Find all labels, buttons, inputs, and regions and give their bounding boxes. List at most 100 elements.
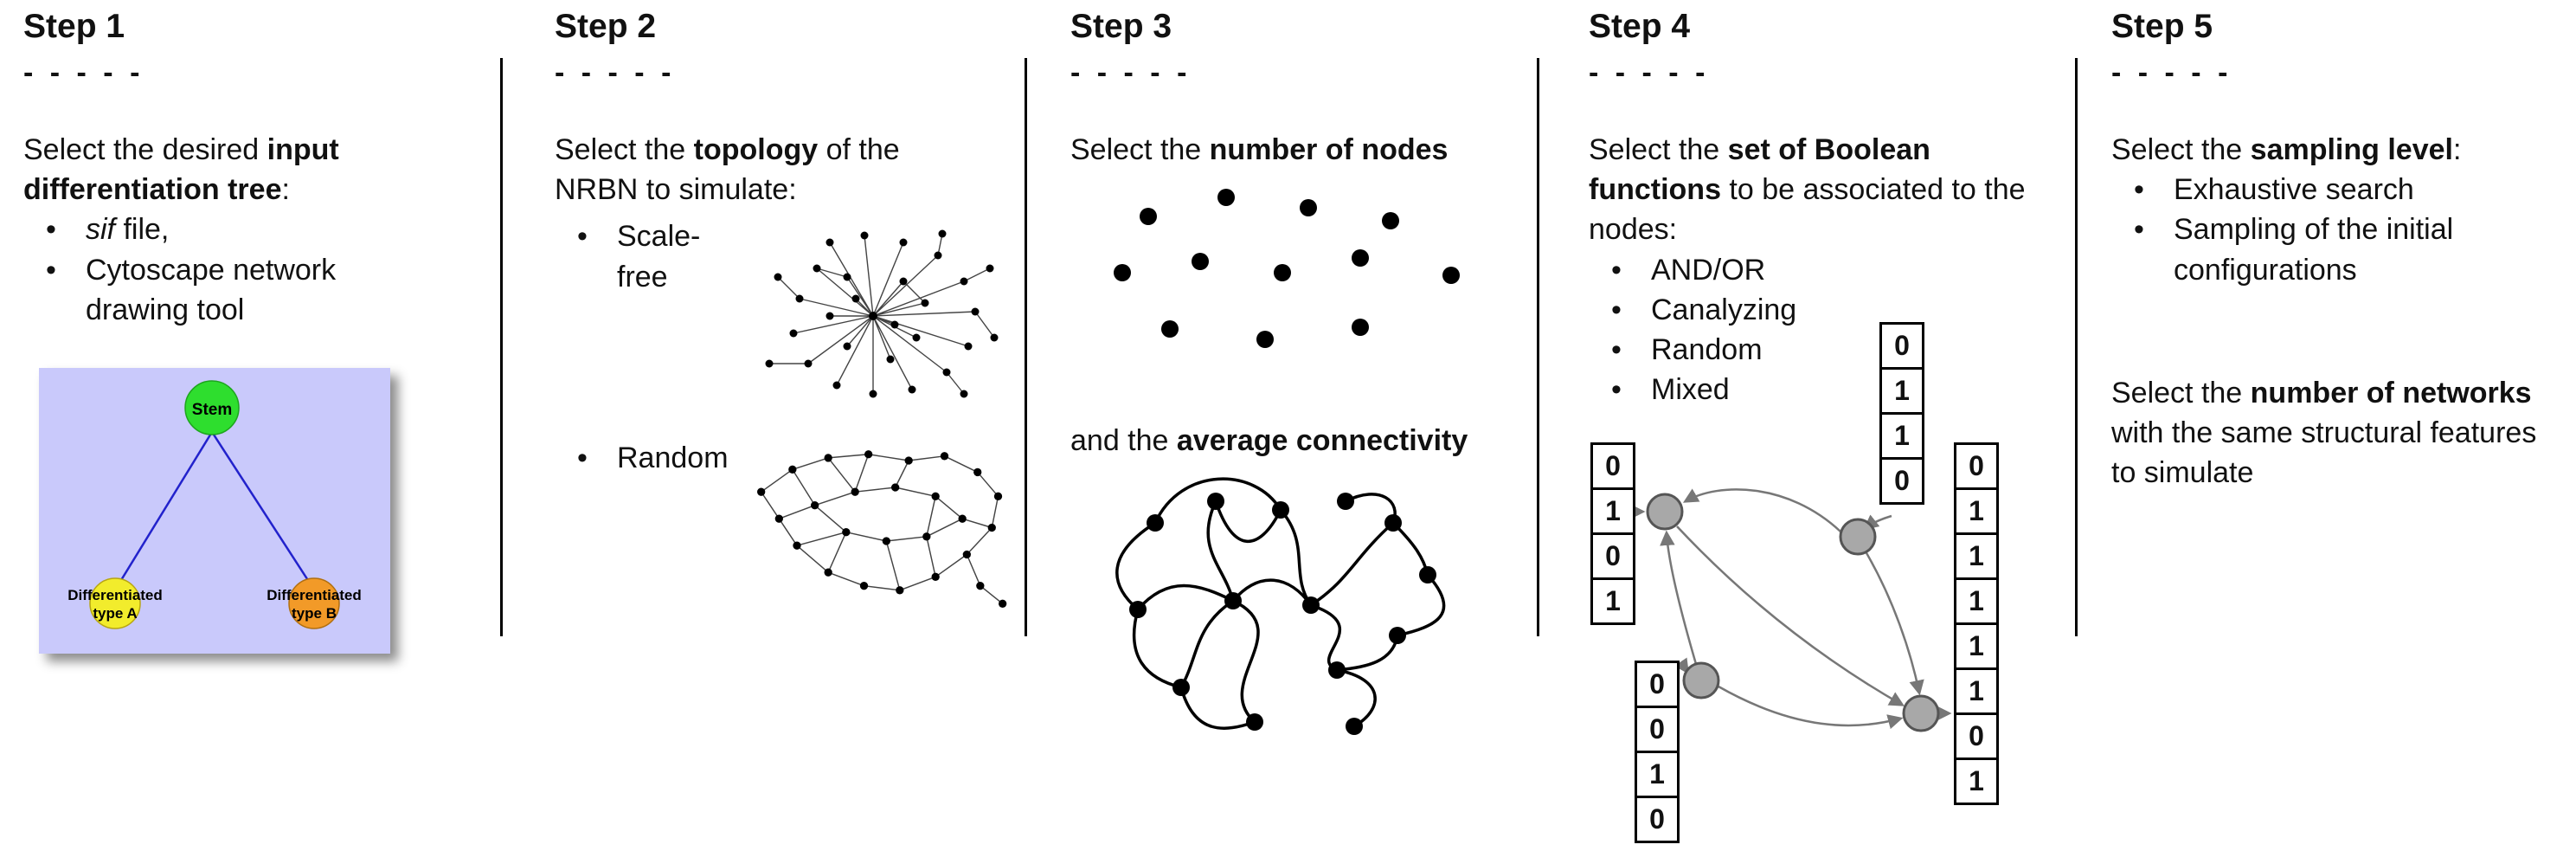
differentiation-tree-figure: Stem Differentiated type A Differentiate…: [39, 368, 390, 654]
truth-table-cell: 0: [1635, 661, 1680, 708]
sampling-options-list: Exhaustive searchSampling of the initial…: [2111, 170, 2570, 290]
step-3-column: Step 3 - - - - - Select the number of no…: [1070, 8, 1555, 757]
step-2-title: Step 2: [555, 8, 657, 45]
boolean-node-c: [1682, 661, 1720, 699]
text-segment: to be associated to the nodes:: [1589, 173, 2026, 247]
text-segment-bold: number of nodes: [1209, 132, 1449, 166]
boolean-node-b: [1839, 518, 1877, 556]
text-segment: Select the desired: [23, 132, 267, 166]
text-segment-bold: input differentiation tree: [23, 132, 339, 207]
dots: [1114, 189, 1460, 349]
text-segment-bold: average connectivity: [1176, 424, 1468, 458]
truth-table-cell: 1: [1879, 367, 1924, 415]
scale-free-edges: [769, 234, 995, 395]
text-segment-bold: topology: [693, 132, 819, 166]
scale-free-network-figure: [765, 229, 999, 398]
list-item-sif-file: sif file,: [23, 210, 430, 249]
truth-table-cell: 1: [1954, 758, 1999, 805]
text-segment: of the NRBN to simulate:: [555, 132, 900, 207]
tangle-nodes: [1129, 493, 1436, 736]
truth-table-cell: 0: [1954, 712, 1999, 760]
text-segment: with the same structural features to sim…: [2111, 416, 2537, 490]
boolean-node-d: [1902, 694, 1940, 732]
list-item: AND/OR: [1589, 250, 2063, 290]
truth-table-cell: 1: [1635, 751, 1680, 798]
truth-table-cell: 0: [1590, 442, 1635, 490]
stem-node-label: Stem: [192, 401, 232, 419]
type-b-label-line1: Differentiated: [267, 587, 362, 603]
text-segment: :: [281, 173, 290, 207]
text-segment: :: [2452, 132, 2462, 166]
truth-table-cell: 1: [1954, 532, 1999, 580]
step-1-column: Step 1 - - - - - Select the desired inpu…: [23, 8, 430, 654]
tangle-edges: [1115, 477, 1446, 731]
text-segment-italic: sif: [86, 213, 115, 247]
truth-table-cell: 0: [1635, 706, 1680, 753]
truth-table-cell: 0: [1590, 532, 1635, 580]
step-5-second: Select the number of networks with the s…: [2111, 373, 2544, 493]
type-a-label-line2: type A: [93, 605, 137, 622]
list-item: Mixed: [1589, 370, 2063, 409]
column-divider: [1537, 58, 1539, 636]
list-item: Canalyzing: [1589, 290, 2063, 330]
text-segment: Select the: [2111, 376, 2251, 409]
text-segment-bold: number of networks: [2250, 376, 2532, 409]
column-divider: [1025, 58, 1027, 636]
tree-edges: [117, 431, 312, 585]
list-item: Random: [1589, 330, 2063, 370]
random-nodes: [757, 450, 1007, 609]
column-divider: [2075, 58, 2078, 636]
step-3-dashes: - - - - -: [1070, 55, 1192, 89]
text-segment: Select the: [1070, 132, 1210, 166]
random-row: Random: [555, 438, 1013, 617]
boolean-function-list: AND/ORCanalyzingRandomMixed: [1589, 250, 2063, 410]
list-item: Exhaustive search: [2111, 170, 2570, 210]
list-item-random: Random: [555, 438, 743, 478]
type-b-node: [288, 577, 340, 629]
nodes-dots-figure: [1114, 189, 1460, 349]
stem-node: [184, 380, 240, 435]
text-segment-bold: sampling level: [2250, 132, 2453, 166]
list-item: Sampling of the initial configurations: [2111, 210, 2570, 289]
step-1-title: Step 1: [23, 8, 125, 45]
step-3-line2: and the average connectivity: [1070, 421, 1555, 461]
truth-table-cell: 0: [1879, 457, 1924, 505]
truth-table-cell: 1: [1954, 487, 1999, 535]
truth-table-cell: 1: [1590, 487, 1635, 535]
truth-table-cell: 1: [1954, 667, 1999, 715]
text-segment: file,: [115, 213, 170, 247]
random-edges: [761, 454, 1004, 605]
list-item-cytoscape: Cytoscape network drawing tool: [23, 250, 430, 330]
step-2-dashes: - - - - -: [555, 55, 676, 89]
type-b-label-line2: type B: [292, 605, 337, 622]
step-4-title: Step 4: [1589, 8, 1691, 45]
boolean-network-svg: [1630, 488, 1952, 732]
step-3-title: Step 3: [1070, 8, 1172, 45]
type-a-node: [89, 577, 141, 629]
random-network-figure: [757, 450, 1007, 609]
truth-table-cell: 1: [1954, 577, 1999, 625]
step-3-line1: Select the number of nodes: [1070, 130, 1555, 170]
step-5-column: Step 5 - - - - - Select the sampling lev…: [2111, 8, 2570, 493]
step-4-column: Step 4 - - - - - Select the set of Boole…: [1589, 8, 2063, 851]
text-segment: Select the: [1589, 132, 1728, 166]
step-5-dashes: - - - - -: [2111, 55, 2232, 89]
truth-table-cell: 0: [1635, 796, 1680, 843]
truth-table-cell: 1: [1590, 577, 1635, 625]
type-a-label-line1: Differentiated: [67, 587, 163, 603]
scale-free-row: Scale-free: [555, 216, 1013, 416]
truth-table-cell: 1: [1954, 622, 1999, 670]
text-segment: Select the: [555, 132, 694, 166]
boolean-nodes: [1646, 493, 1940, 732]
function-arrows: [1630, 488, 1952, 730]
text-segment: Select the: [2111, 132, 2251, 166]
truth-table-cell: 0: [1879, 322, 1924, 370]
step-5-intro: Select the sampling level:: [2111, 130, 2570, 170]
step-2-column: Step 2 - - - - - Select the topology of …: [555, 8, 1013, 617]
step-4-intro: Select the set of Boolean functions to b…: [1589, 130, 2039, 250]
truth-table-cell: 0: [1954, 442, 1999, 490]
